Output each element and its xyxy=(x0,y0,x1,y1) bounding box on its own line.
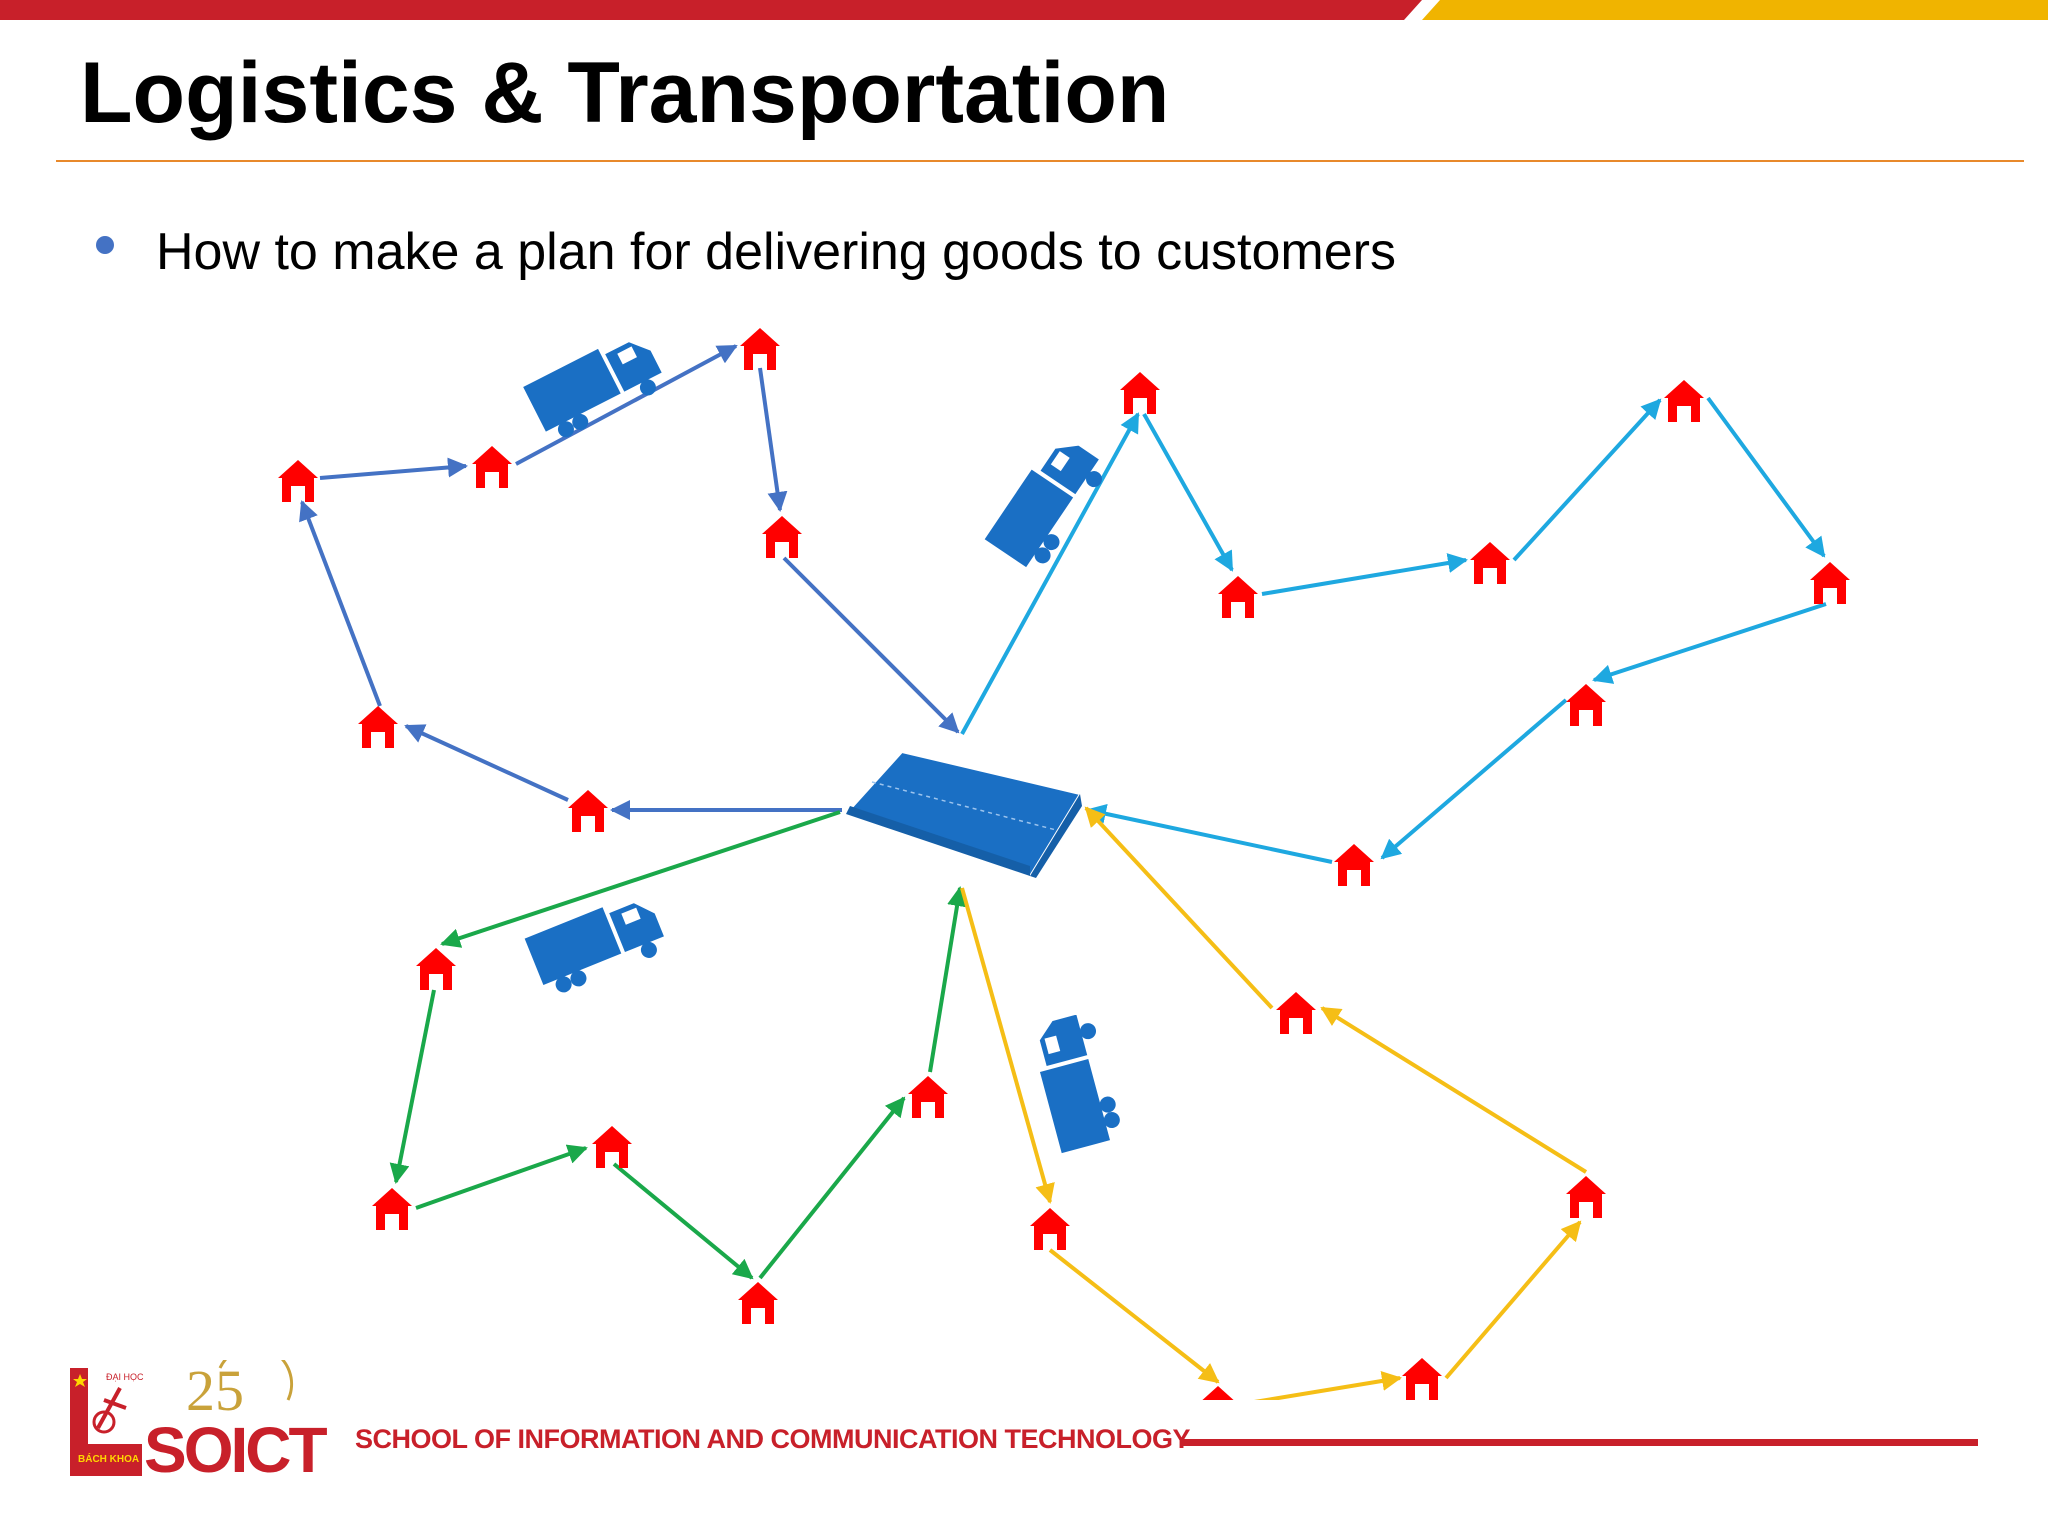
house-icon xyxy=(740,328,780,370)
house-icon xyxy=(1334,844,1374,886)
warehouse-icon xyxy=(844,750,1082,878)
house-icon xyxy=(472,446,512,488)
house-icon xyxy=(1810,562,1850,604)
truck-icon xyxy=(982,429,1113,578)
anniversary-number: 25 xyxy=(186,1358,244,1423)
anniversary-icon xyxy=(218,1360,294,1401)
house-icon xyxy=(762,516,802,558)
house-icon xyxy=(416,948,456,990)
house-icon xyxy=(1276,992,1316,1034)
house-icon xyxy=(568,790,608,832)
title-divider xyxy=(56,160,2024,162)
route-green xyxy=(389,810,967,1280)
route-yellow xyxy=(960,806,1588,1400)
delivery-routes-diagram xyxy=(278,325,1850,1400)
route-light-blue xyxy=(960,396,1827,864)
logo-label: BÁCH KHOA xyxy=(78,1454,140,1465)
footer-divider xyxy=(1180,1439,1978,1446)
logo-caption: ĐẠI HỌC xyxy=(106,1372,144,1382)
truck-icon xyxy=(1025,1008,1126,1156)
bach-khoa-logo xyxy=(70,1368,142,1476)
house-icon xyxy=(1030,1208,1070,1250)
house-icon xyxy=(358,706,398,748)
bullet-icon xyxy=(96,236,114,254)
route-dark-blue xyxy=(299,344,960,820)
house-icon xyxy=(372,1188,412,1230)
top-accent-bar xyxy=(0,0,2048,20)
house-icon xyxy=(592,1126,632,1168)
slide-title: Logistics & Transportation xyxy=(80,45,1170,141)
house-icon xyxy=(1566,1176,1606,1218)
house-icon xyxy=(1470,542,1510,584)
footer-logo-area xyxy=(70,1360,294,1476)
house-icon xyxy=(1120,372,1160,414)
soict-logo: SOICT xyxy=(144,1414,328,1486)
school-name: SCHOOL OF INFORMATION AND COMMUNICATION … xyxy=(355,1424,1190,1454)
bullet-text: How to make a plan for delivering goods … xyxy=(156,223,1396,281)
truck-icon xyxy=(522,887,672,1001)
house-icon xyxy=(1566,684,1606,726)
house-icon xyxy=(1664,380,1704,422)
house-icon xyxy=(278,460,318,502)
house-icon xyxy=(908,1076,948,1118)
house-icon xyxy=(1218,576,1258,618)
house-icon xyxy=(738,1282,778,1324)
truck-icon xyxy=(520,325,671,447)
